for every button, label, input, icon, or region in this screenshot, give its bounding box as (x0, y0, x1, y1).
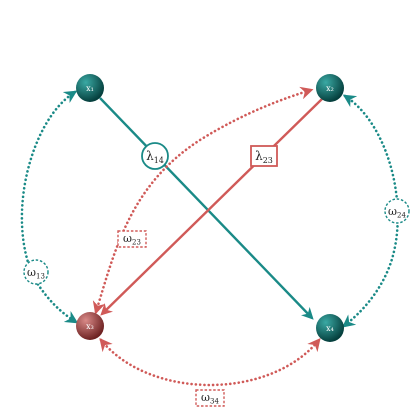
node-x1: x₁ (76, 74, 104, 102)
omega24-sub: 24 (397, 212, 406, 220)
edge-omega24-curve (341, 94, 400, 328)
omega23-sub: 23 (132, 239, 141, 247)
svg-text:ω23: ω23 (123, 232, 141, 247)
node-x2-label: x₂ (326, 84, 334, 93)
node-x3: x₃ (76, 312, 104, 340)
node-x3-label: x₃ (86, 322, 94, 331)
svg-text:λ23: λ23 (255, 149, 273, 165)
label-lambda14: λ14 (141, 142, 169, 170)
lambda23-sub: 23 (263, 156, 273, 165)
node-x4: x₄ (316, 314, 344, 342)
edge-omega34-curve (99, 337, 321, 387)
label-omega23: ω23 (117, 230, 147, 248)
svg-text:ω13: ω13 (27, 266, 45, 281)
node-x1-label: x₁ (86, 84, 94, 93)
omega13-base: ω (27, 266, 36, 279)
label-omega34: ω34 (195, 389, 225, 407)
omega24-base: ω (388, 205, 397, 218)
omega34-base: ω (201, 391, 210, 404)
lambda14-base: λ (146, 149, 154, 163)
label-omega13: ω13 (23, 259, 49, 285)
omega34-sub: 34 (210, 398, 219, 406)
svg-text:ω34: ω34 (201, 391, 219, 406)
svg-text:λ14: λ14 (146, 149, 164, 165)
label-omega24: ω24 (384, 198, 410, 224)
label-lambda23: λ23 (250, 145, 278, 167)
lambda23-base: λ (255, 149, 263, 163)
svg-text:ω24: ω24 (388, 205, 406, 220)
omega13-sub: 13 (36, 273, 45, 281)
omega23-base: ω (123, 232, 132, 245)
edge-omega23-curve (92, 86, 314, 315)
node-x4-label: x₄ (326, 324, 334, 333)
lambda14-sub: 14 (154, 156, 164, 165)
node-x2: x₂ (316, 74, 344, 102)
edge-omega13-curve (20, 90, 79, 324)
